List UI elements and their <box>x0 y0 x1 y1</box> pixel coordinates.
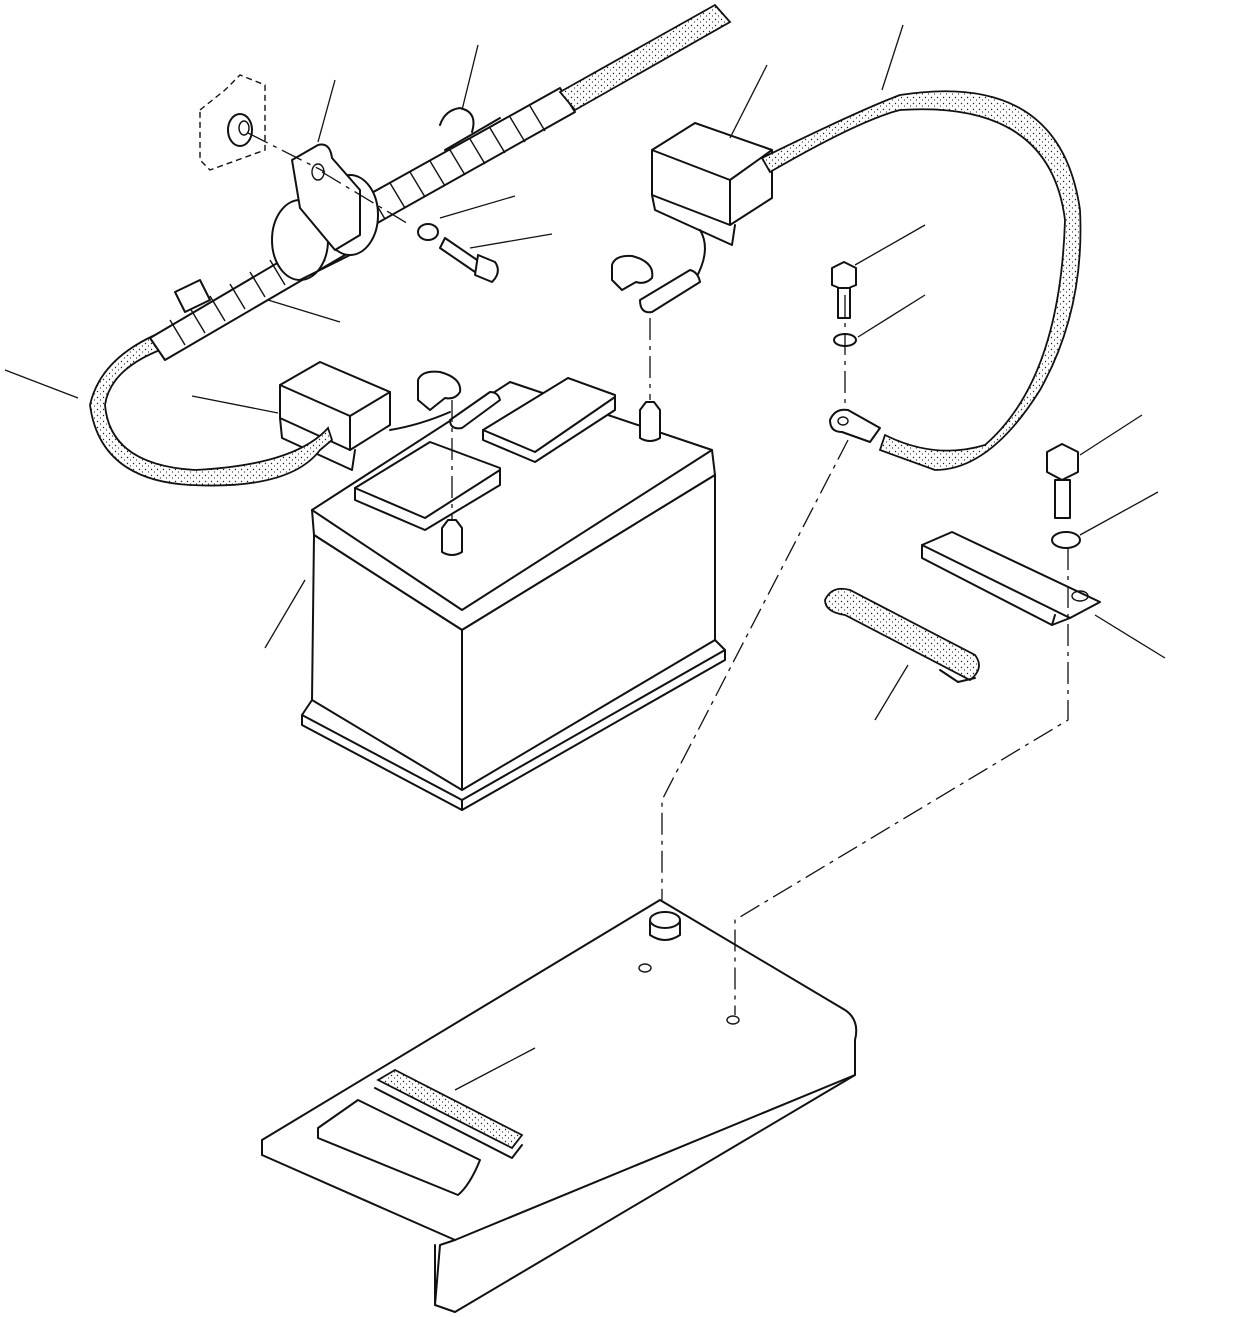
hold-down-plate <box>921 531 1101 626</box>
assembly-line <box>247 132 326 173</box>
terminal-cover-left <box>279 361 391 471</box>
assembly-line <box>661 439 849 900</box>
bolt-left <box>439 237 499 283</box>
foam-pad <box>824 587 980 683</box>
washer-lower-right <box>1051 531 1081 549</box>
wire-harness <box>558 3 732 112</box>
battery-terminal-positive <box>639 401 661 442</box>
cable-clamp-left <box>389 370 501 431</box>
bolt-upper-right <box>831 261 857 319</box>
foam-strip-on-tray <box>374 1068 524 1159</box>
cable-clamp-right <box>611 229 706 314</box>
mounting-wall-stud <box>199 74 266 171</box>
battery-tray <box>261 899 858 1313</box>
terminal-cover-right <box>651 122 773 246</box>
battery-terminal-negative <box>441 519 463 556</box>
ring-terminal <box>829 408 881 443</box>
callout-leaders <box>4 24 1166 1091</box>
tray-hole <box>726 1015 740 1025</box>
conduit-clip <box>439 107 501 151</box>
tray-mount-boss <box>649 911 681 941</box>
assembly-line <box>321 171 411 226</box>
assembly-line <box>734 548 1069 1015</box>
washer-left <box>417 223 439 241</box>
bolt-lower-right <box>1046 443 1079 519</box>
battery <box>301 377 726 811</box>
tray-hole <box>638 963 652 973</box>
battery-cable-left <box>89 333 334 487</box>
battery-cable-right <box>760 90 1082 471</box>
